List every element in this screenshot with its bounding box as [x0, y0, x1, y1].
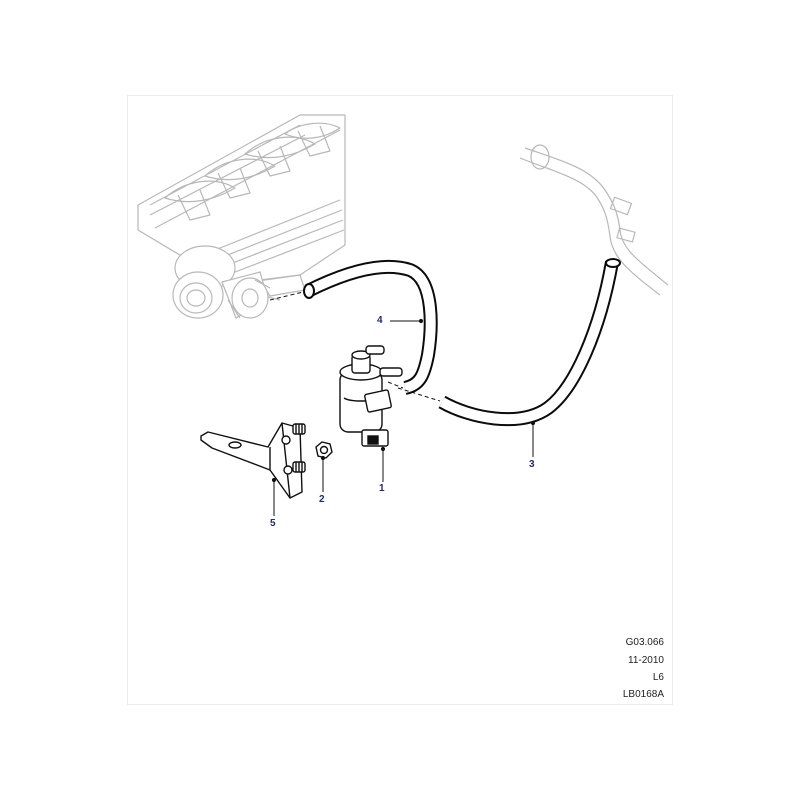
solenoid-valve	[339, 345, 403, 447]
illustration-code: LB0168A	[622, 689, 664, 700]
throttle-body-ghost	[172, 245, 271, 319]
callout-2: 2	[319, 494, 325, 505]
mounting-bracket	[200, 422, 306, 499]
intake-manifold-ghost	[137, 114, 346, 301]
callout-3: 3	[529, 459, 535, 470]
vacuum-pipe-ghost	[519, 144, 669, 296]
leader-lines	[271, 318, 536, 516]
revision-date: 11-2010	[628, 655, 664, 666]
hose-3	[397, 258, 621, 427]
nut	[315, 441, 333, 459]
callout-4: 4	[377, 315, 383, 326]
callout-1: 1	[379, 483, 385, 494]
model-code: L6	[652, 672, 664, 683]
reference-code: G03.066	[625, 637, 664, 648]
callout-5: 5	[270, 518, 276, 529]
hose-4	[269, 259, 438, 395]
